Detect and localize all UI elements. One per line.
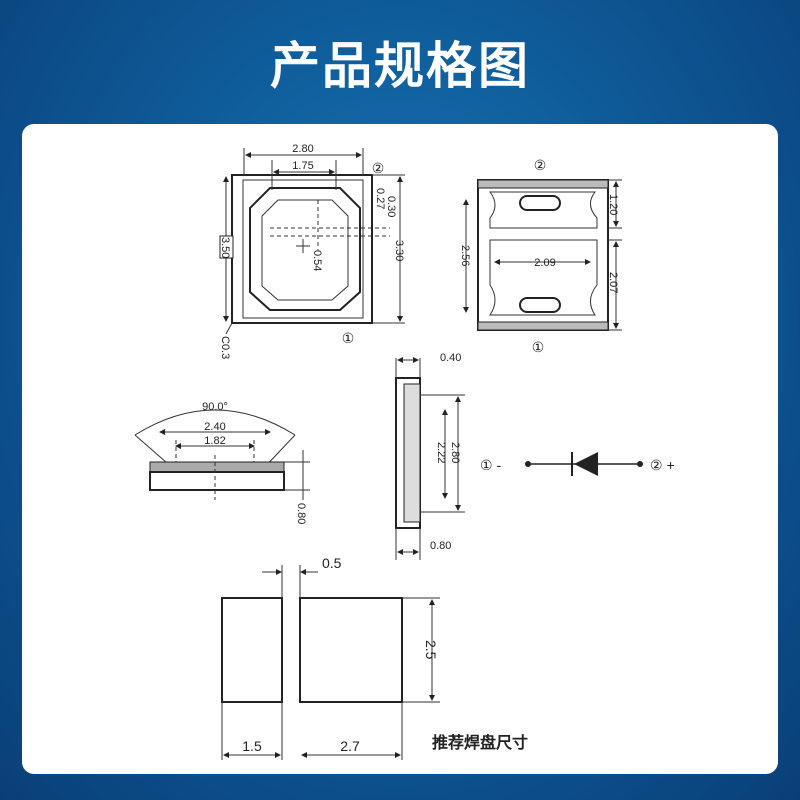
side-dim-080-label: 0.80 bbox=[295, 503, 307, 524]
dim-width-label: 2.80 bbox=[292, 143, 313, 155]
bottom-view: 2.09 2.56 1.20 2.07 ② ① bbox=[459, 157, 622, 355]
side-lens bbox=[149, 461, 285, 473]
dim-c03-label: C0.3 bbox=[219, 336, 231, 359]
dim-027-label: 0.27 bbox=[374, 188, 386, 209]
angle-label: 90.0° bbox=[202, 401, 228, 413]
dim-inner-label: 1.75 bbox=[292, 160, 313, 172]
dim-350-label: 3.50 bbox=[219, 237, 231, 258]
dim-256-label: 2.56 bbox=[459, 245, 471, 266]
bottom-pin1-label: ① bbox=[532, 339, 545, 355]
cathode-pad bbox=[489, 239, 598, 316]
dim-120-label: 1.20 bbox=[607, 194, 619, 215]
dim-030-label: 0.30 bbox=[385, 196, 397, 217]
dim-240-label: 2.40 bbox=[204, 421, 225, 433]
diode-triangle bbox=[574, 452, 598, 476]
pad-caption: 推荐焊盘尺寸 bbox=[432, 733, 528, 752]
pad-left bbox=[221, 597, 283, 703]
end-view: 0.40 2.80 2.22 0.80 bbox=[395, 352, 465, 560]
page-title: 产品规格图 bbox=[270, 37, 530, 95]
bottom-pin2-label: ② bbox=[534, 157, 547, 173]
side-body bbox=[149, 471, 285, 491]
pad-gap-label: 0.5 bbox=[322, 555, 342, 571]
dim-330-label: 3.30 bbox=[393, 240, 405, 261]
lens-inner bbox=[261, 199, 349, 301]
diode-symbol: ① - ② + bbox=[480, 452, 675, 476]
symbol-right-label: ② + bbox=[650, 457, 675, 473]
dim-209-label: 2.09 bbox=[534, 257, 555, 269]
pad-right bbox=[299, 597, 403, 703]
top-view: 2.80 1.75 0.27 0.30 3.30 0.54 3.50 C0.3 … bbox=[219, 143, 405, 359]
anode-pad bbox=[488, 191, 598, 229]
pad-height-label: 2.5 bbox=[423, 640, 439, 660]
symbol-left-label: ① - bbox=[480, 457, 501, 473]
package-inner-outline bbox=[242, 179, 364, 319]
lens-outer bbox=[249, 187, 361, 311]
pad-layout: 0.5 2.5 1.5 2.7 推荐焊盘尺寸 bbox=[221, 555, 528, 760]
top-pin2-label: ② bbox=[372, 160, 385, 176]
dim-182-label: 1.82 bbox=[204, 435, 225, 447]
end-dim-080-label: 0.80 bbox=[430, 540, 451, 552]
top-pin1-label: ① bbox=[342, 330, 355, 346]
dim-280-label: 2.80 bbox=[449, 442, 461, 463]
pad-right-width-label: 2.7 bbox=[340, 738, 360, 754]
pad-left-width-label: 1.5 bbox=[242, 738, 262, 754]
pad-slot-bottom bbox=[519, 297, 561, 313]
dim-040-label: 0.40 bbox=[440, 352, 461, 364]
dim-222-label: 2.22 bbox=[435, 442, 447, 463]
side-view: 90.0° 2.40 1.82 0.80 bbox=[134, 401, 310, 524]
dim-054-label: 0.54 bbox=[311, 250, 323, 271]
pad-slot-top bbox=[519, 195, 561, 211]
dim-207-label: 2.07 bbox=[607, 272, 619, 293]
